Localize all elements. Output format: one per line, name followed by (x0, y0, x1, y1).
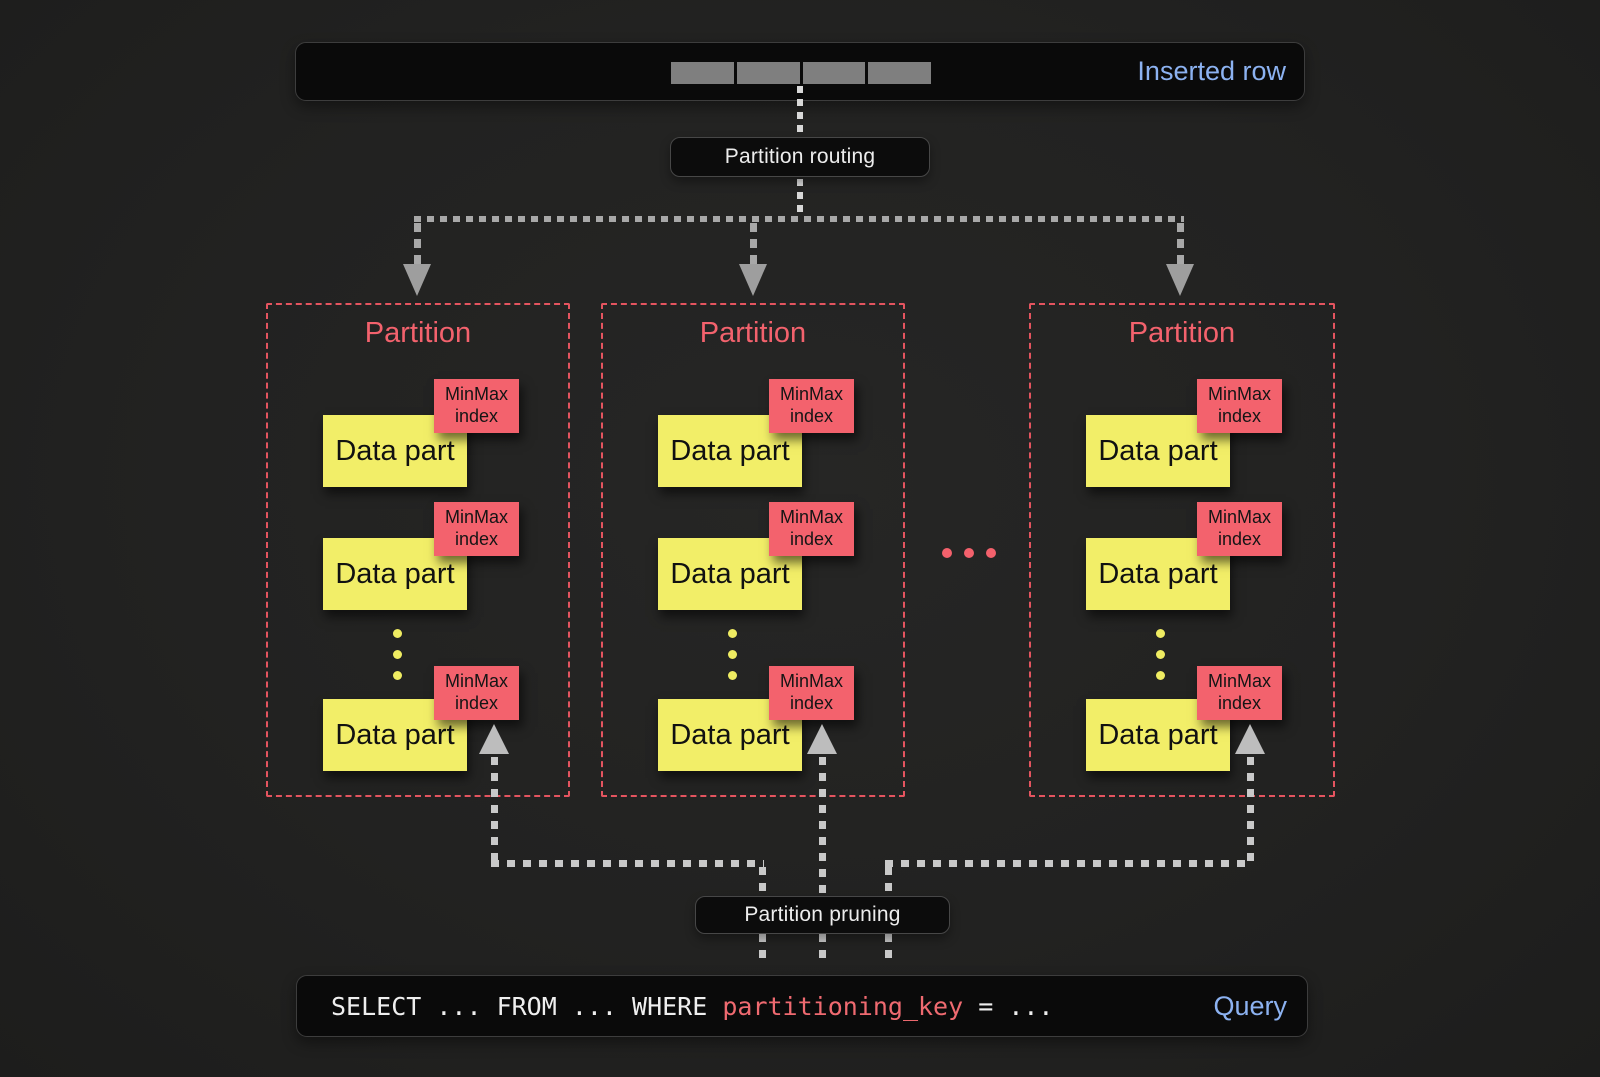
connector-branch-horizontal (414, 216, 1184, 222)
data-part-box: Data part (658, 415, 802, 487)
partitions-ellipsis (942, 548, 996, 558)
ellipsis-dot (1156, 629, 1165, 638)
connector-bottom-horizontal-right (885, 860, 1251, 867)
ellipsis-dot (986, 548, 996, 558)
ellipsis-dot (1156, 650, 1165, 659)
data-part-box: Data part (323, 538, 467, 610)
connector-row-to-routing (797, 86, 803, 137)
partition-title: Partition (699, 317, 807, 349)
up-arrow-icon (1235, 724, 1265, 754)
partition-title: Partition (1128, 317, 1236, 349)
ellipsis-dot (942, 548, 952, 558)
minmax-index-tag: MinMax index (1197, 502, 1282, 556)
partition-title: Partition (364, 317, 472, 349)
minmax-index-tag: MinMax index (434, 502, 519, 556)
partition-box-2: Partition MinMax index Data part MinMax … (601, 303, 905, 797)
up-arrow-icon (479, 724, 509, 754)
ellipsis-dot (1156, 671, 1165, 680)
ellipsis-dot (393, 671, 402, 680)
connector-up-middle (819, 757, 826, 897)
connector-stub-middle-lower (819, 934, 826, 965)
connector-stub-right-lower (885, 934, 892, 965)
connector-stub-left-lower (759, 934, 766, 965)
connector-drop-right (1177, 223, 1184, 264)
row-segment (736, 62, 800, 84)
row-segment (802, 62, 866, 84)
ellipsis-dot (393, 629, 402, 638)
connector-bottom-horizontal-left (491, 860, 764, 867)
connector-drop-middle (750, 223, 757, 264)
row-segment (671, 62, 734, 84)
minmax-index-tag: MinMax index (1197, 666, 1282, 720)
data-part-box: Data part (323, 699, 467, 771)
down-arrow-icon (403, 264, 431, 296)
inserted-row-label: Inserted row (1137, 56, 1286, 86)
minmax-index-tag: MinMax index (769, 379, 854, 433)
ellipsis-dot (728, 629, 737, 638)
connector-up-right (1247, 757, 1254, 862)
down-arrow-icon (739, 264, 767, 296)
connector-up-left (491, 757, 498, 862)
sql-prefix: SELECT ... FROM ... WHERE (331, 991, 723, 1021)
inserted-row-box: Inserted row (295, 42, 1305, 101)
connector-routing-to-branch (797, 179, 803, 218)
inserted-row-segments (671, 62, 931, 84)
sql-partitioning-key: partitioning_key (722, 991, 964, 1021)
partition-pruning-label: Partition pruning (695, 896, 950, 934)
partition-box-1: Partition MinMax index Data part MinMax … (266, 303, 570, 797)
ellipsis-dot (964, 548, 974, 558)
sql-query-text: SELECT ... FROM ... WHERE partitioning_k… (331, 976, 1053, 1036)
sql-suffix: = ... (963, 991, 1054, 1021)
minmax-index-tag: MinMax index (1197, 379, 1282, 433)
minmax-index-tag: MinMax index (769, 666, 854, 720)
up-arrow-icon (807, 724, 837, 754)
minmax-index-tag: MinMax index (434, 666, 519, 720)
ellipsis-dot (393, 650, 402, 659)
ellipsis-dot (728, 650, 737, 659)
connector-drop-left (414, 223, 421, 264)
partition-box-3: Partition MinMax index Data part MinMax … (1029, 303, 1335, 797)
connector-stub-right-upper (885, 867, 892, 896)
minmax-index-tag: MinMax index (769, 502, 854, 556)
query-box: SELECT ... FROM ... WHERE partitioning_k… (296, 975, 1308, 1037)
query-label: Query (1213, 990, 1287, 1021)
down-arrow-icon (1166, 264, 1194, 296)
ellipsis-dot (728, 671, 737, 680)
partition-routing-label: Partition routing (670, 137, 930, 177)
minmax-index-tag: MinMax index (434, 379, 519, 433)
row-segment (868, 62, 931, 84)
data-part-box: Data part (658, 699, 802, 771)
connector-stub-left-upper (759, 867, 766, 896)
